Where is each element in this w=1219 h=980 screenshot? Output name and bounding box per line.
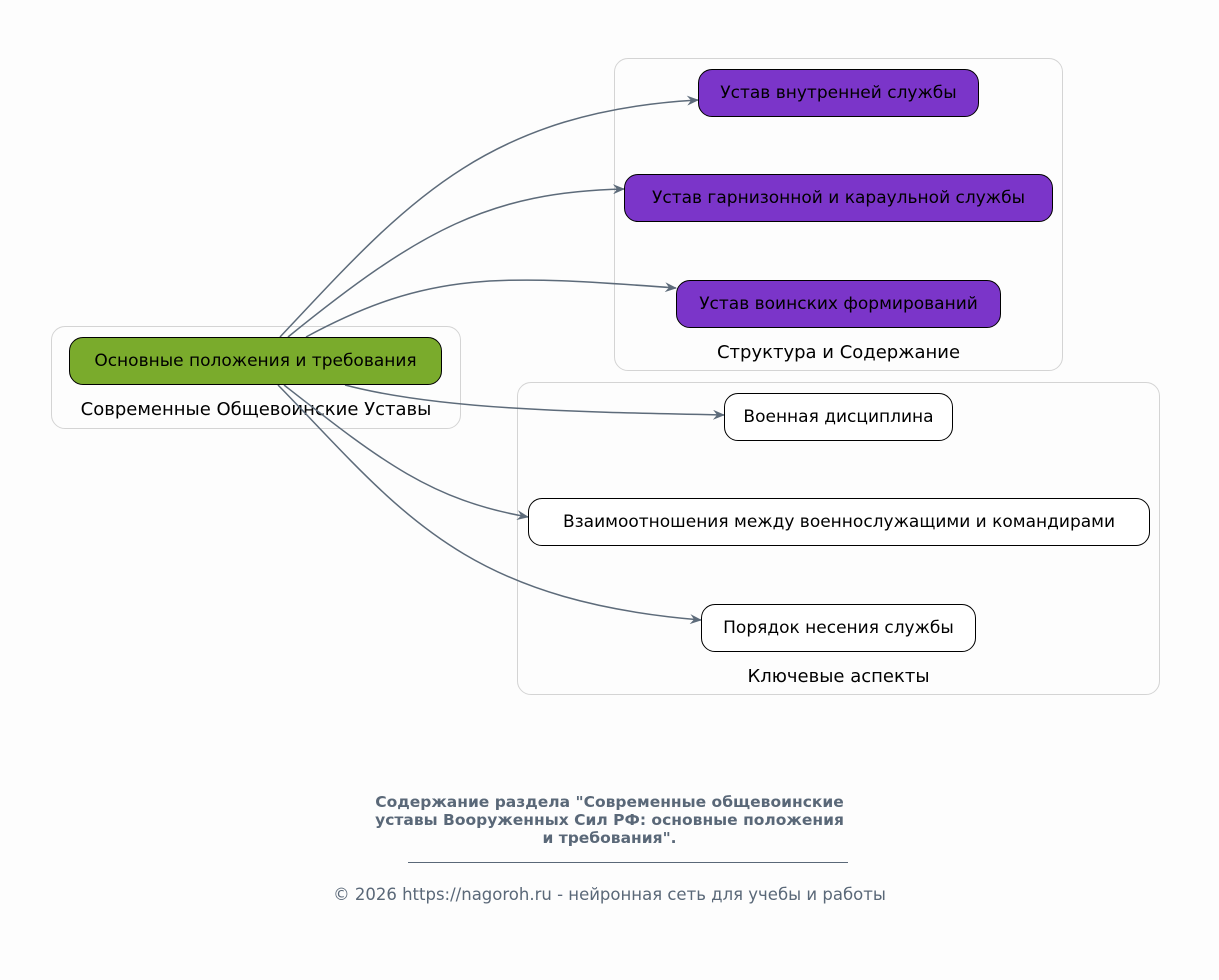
- caption-divider: [408, 862, 848, 863]
- node-relations[interactable]: Взаимоотношения между военнослужащими и …: [528, 498, 1150, 546]
- edge-root-relations: [283, 384, 529, 521]
- edge-root-garrison-service: [287, 184, 625, 338]
- cluster-aspects: Ключевые аспекты: [517, 382, 1160, 695]
- footer-copyright[interactable]: © 2026 https://nagoroh.ru - нейронная се…: [333, 885, 886, 904]
- cluster-main: Современные Общевоинские Уставы: [51, 326, 461, 429]
- node-discipline[interactable]: Военная дисциплина: [724, 393, 953, 441]
- node-internal-service[interactable]: Устав внутренней службы: [698, 69, 979, 117]
- node-military-units[interactable]: Устав воинских формирований: [676, 280, 1001, 328]
- caption-line-2: уставы Вооруженных Сил РФ: основные поло…: [375, 811, 844, 829]
- edge-root-service-order: [277, 384, 702, 625]
- cluster-aspects-label: Ключевые аспекты: [747, 666, 930, 687]
- node-garrison-service[interactable]: Устав гарнизонной и караульной службы: [624, 174, 1053, 222]
- cluster-structure-label: Структура и Содержание: [716, 342, 961, 363]
- node-service-order[interactable]: Порядок несения службы: [701, 604, 976, 652]
- edge-root-military-units: [305, 279, 677, 338]
- diagram-caption: Содержание раздела "Современные общевоин…: [0, 793, 1219, 847]
- cluster-structure: Структура и Содержание: [614, 58, 1063, 371]
- caption-line-1: Содержание раздела "Современные общевоин…: [375, 793, 844, 811]
- node-root[interactable]: Основные положения и требования: [69, 337, 442, 385]
- caption-line-3: и требования".: [542, 829, 677, 847]
- edge-root-internal-service: [279, 95, 699, 338]
- cluster-main-label: Современные Общевоинские Уставы: [80, 399, 432, 420]
- edge-root-discipline: [344, 384, 725, 420]
